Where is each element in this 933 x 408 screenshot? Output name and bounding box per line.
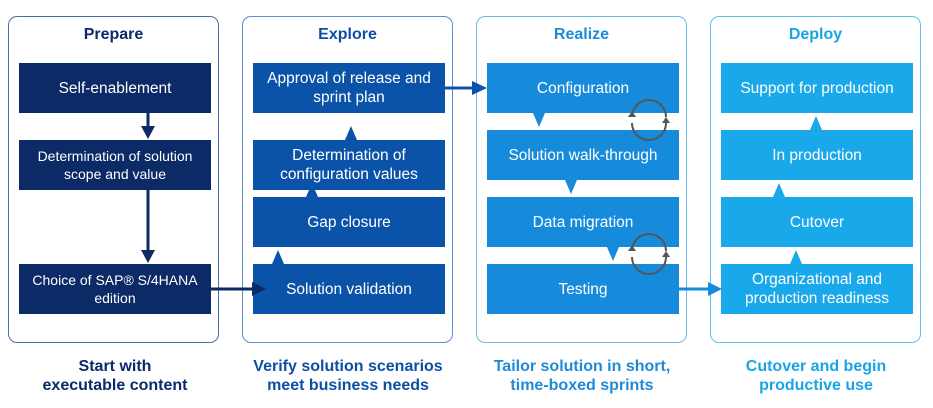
caption-explore-line1: Verify solution scenarios [253,358,443,375]
caption-deploy-line1: Cutover and begin [745,358,887,375]
caption-realize-line2: time-boxed sprints [510,377,654,394]
caption-deploy: Cutover and begin productive use [701,357,931,395]
phase-panel-deploy: Deploy Support for production In product… [710,16,921,343]
caption-realize-line1: Tailor solution in short, [493,358,671,375]
step-solution-walkthrough: Solution walk-through [487,130,679,180]
step-gap-closure: Gap closure [253,197,445,247]
caption-prepare-line2: executable content [42,377,188,394]
step-approval-release: Approval of release and sprint plan [253,63,445,113]
phase-panel-realize: Realize Configuration Solution walk-thro… [476,16,687,343]
caption-deploy-line2: productive use [759,377,873,394]
step-data-migration: Data migration [487,197,679,247]
phase-panel-prepare: Prepare Self-enablement Determination of… [8,16,219,343]
step-solution-validation: Solution validation [253,264,445,314]
step-testing: Testing [487,264,679,314]
step-in-production: In production [721,130,913,180]
caption-explore-line2: meet business needs [267,377,429,394]
step-configuration-values: Determination of configuration values [253,140,445,190]
step-choice-of-edition: Choice of SAP® S/4HANA edition [19,264,211,314]
phase-title-deploy: Deploy [788,26,843,43]
step-support-production: Support for production [721,63,913,113]
step-self-enablement: Self-enablement [19,63,211,113]
step-configuration: Configuration [487,63,679,113]
caption-realize: Tailor solution in short, time-boxed spr… [467,357,697,395]
phase-title-realize: Realize [553,26,610,43]
caption-prepare: Start with executable content [0,357,230,395]
step-solution-scope: Determination of solution scope and valu… [19,140,211,190]
caption-explore: Verify solution scenarios meet business … [233,357,463,395]
step-cutover: Cutover [721,197,913,247]
phase-title-explore: Explore [318,26,377,43]
phase-title-prepare: Prepare [83,26,144,43]
phase-panel-explore: Explore Approval of release and sprint p… [242,16,453,343]
caption-prepare-line1: Start with [78,358,152,375]
step-org-readiness: Organizational and production readiness [721,264,913,314]
